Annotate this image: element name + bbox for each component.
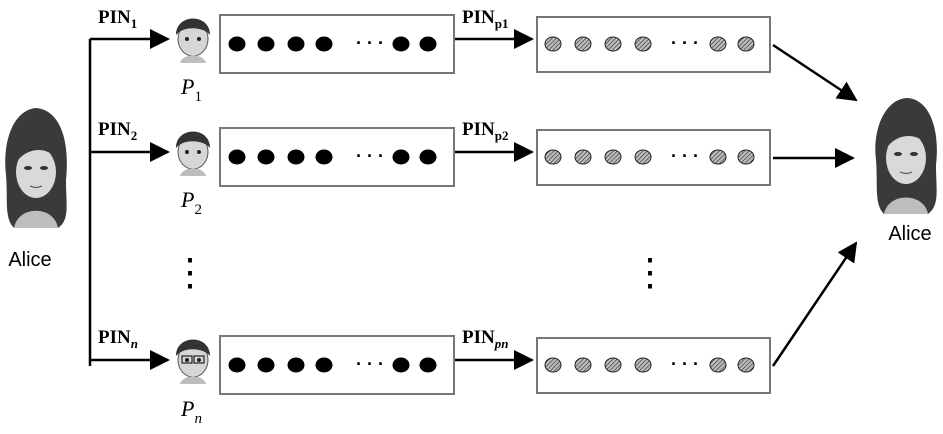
pinp-digit-dot: [604, 357, 622, 373]
pin-digit-dot: [287, 149, 305, 165]
pin-digit-dot: [287, 36, 305, 52]
pin-digit-dot: [287, 357, 305, 373]
pinp-digits-box: [536, 337, 771, 394]
digits-ellipsis: · · ·: [356, 354, 384, 374]
sender-label: Alice: [8, 249, 51, 271]
pin-label-subscript: 2: [131, 128, 138, 143]
sender-alice-avatar: Alice: [5, 108, 67, 271]
pinp-label: PINpn: [462, 327, 508, 351]
pinp-digit-dot: [574, 357, 592, 373]
pin-digits-box: [219, 127, 455, 187]
pinp-label-main: PIN: [462, 327, 495, 348]
pin-digit-dot: [257, 36, 275, 52]
pin-label-main: PIN: [98, 7, 131, 28]
pinp-digit-dot: [737, 357, 755, 373]
pin-digit-dot: [392, 357, 410, 373]
participant-label: Pn: [180, 396, 202, 427]
pinp-digit-dot: [634, 36, 652, 52]
pinp-digit-dot: [544, 357, 562, 373]
participant-label-subscript: 2: [194, 202, 202, 218]
pin-label: PIN2: [98, 119, 137, 143]
participant-label: P1: [180, 74, 202, 105]
participant-label-main: P: [180, 396, 194, 421]
pinp-digit-dot: [709, 357, 727, 373]
pinp-digit-dot: [544, 149, 562, 165]
participant-label-main: P: [180, 187, 194, 212]
pinp-label-subscript: p1: [495, 16, 509, 31]
glasses-boy-avatar-icon: [176, 339, 210, 384]
pinp-digit-dot: [544, 36, 562, 52]
pinp-digits-box: [536, 129, 771, 186]
pin-label-subscript: n: [131, 336, 138, 351]
pinp-digit-dot: [604, 149, 622, 165]
pin-digit-dot: [315, 149, 333, 165]
pinp-digit-dot: [737, 36, 755, 52]
pin-label: PINn: [98, 327, 138, 351]
rows-vertical-ellipsis-right: ⋮: [631, 252, 669, 294]
pinp-digit-dot: [709, 36, 727, 52]
pin-digit-dot: [315, 36, 333, 52]
pinp-label: PINp1: [462, 7, 508, 31]
pinp-digit-dot: [574, 36, 592, 52]
pinp-label: PINp2: [462, 119, 508, 143]
pin-digit-dot: [419, 357, 437, 373]
pinp-digit-dot: [709, 149, 727, 165]
pin-digit-dot: [228, 36, 246, 52]
digits-ellipsis: · · ·: [671, 33, 699, 53]
pinp-label-main: PIN: [462, 119, 495, 140]
pinp-label-main: PIN: [462, 7, 495, 28]
pin-digit-dot: [392, 149, 410, 165]
participant-label-subscript: n: [194, 411, 202, 427]
pin-digits-box: [219, 335, 455, 395]
pin-label-main: PIN: [98, 327, 131, 348]
girl-avatar-icon: [5, 108, 67, 228]
pin-digit-dot: [257, 149, 275, 165]
pinp-digits-box: [536, 16, 771, 73]
pin-digits-box: [219, 14, 455, 74]
pin-digit-dot: [315, 357, 333, 373]
pinp-digit-dot: [737, 149, 755, 165]
digits-ellipsis: · · ·: [671, 146, 699, 166]
digits-ellipsis: · · ·: [671, 354, 699, 374]
merge-arrow-row-1: [772, 43, 858, 102]
girl-avatar-icon: [875, 98, 937, 214]
participant-label: P2: [180, 187, 202, 218]
pin-label-subscript: 1: [131, 16, 138, 31]
pin-digit-dot: [419, 149, 437, 165]
pin-label-main: PIN: [98, 119, 131, 140]
participant-label-subscript: 1: [194, 89, 202, 105]
receiver-label: Alice: [888, 223, 931, 245]
pin-label: PIN1: [98, 7, 137, 31]
pin-digit-dot: [392, 36, 410, 52]
pinp-digit-dot: [634, 357, 652, 373]
dark-hair-boy-avatar-icon: [176, 131, 210, 176]
boy-avatar-icon: [176, 18, 210, 63]
pin-digit-dot: [228, 149, 246, 165]
participant-label-main: P: [180, 74, 194, 99]
pinp-label-subscript: p2: [495, 128, 509, 143]
receiver-alice-avatar: Alice: [875, 98, 937, 245]
digits-ellipsis: · · ·: [356, 33, 384, 53]
pin-digit-dot: [419, 36, 437, 52]
pinp-digit-dot: [574, 149, 592, 165]
pin-digit-dot: [228, 357, 246, 373]
pinp-digit-dot: [634, 149, 652, 165]
pin-digit-dot: [257, 357, 275, 373]
merge-arrow-row-n: [771, 241, 858, 367]
pinp-digit-dot: [604, 36, 622, 52]
pinp-label-subscript: pn: [494, 336, 509, 351]
digits-ellipsis: · · ·: [356, 146, 384, 166]
rows-vertical-ellipsis-left: ⋮: [171, 252, 209, 294]
